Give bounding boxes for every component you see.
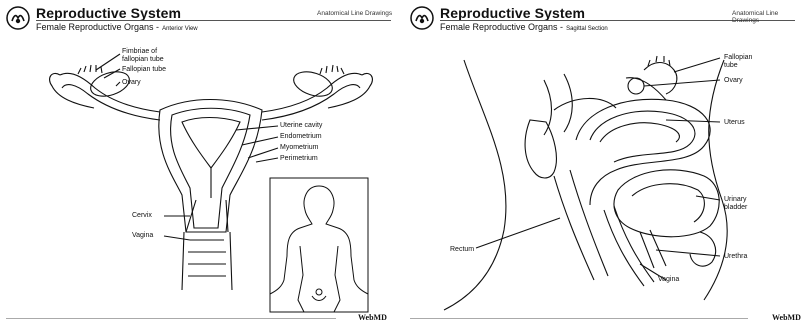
- sagittal-view-panel: Reproductive System Female Reproductive …: [404, 0, 806, 327]
- label-myometrium: Myometrium: [280, 144, 319, 152]
- label-uterus: Uterus: [724, 119, 745, 127]
- label-rectum: Rectum: [450, 246, 474, 254]
- label-endometrium: Endometrium: [280, 133, 322, 141]
- label-urethra: Urethra: [724, 253, 747, 261]
- left-footer-rule: [6, 318, 336, 319]
- label-uterine-cavity: Uterine cavity: [280, 122, 322, 130]
- label-fimbriae: Fimbriae of fallopian tube: [122, 48, 164, 64]
- right-footer-rule: [410, 318, 748, 319]
- left-webmd-brand: WebMD: [358, 313, 387, 322]
- right-webmd-brand: WebMD: [772, 313, 801, 322]
- label-fallopian-tube: Fallopian tube: [122, 66, 166, 74]
- label-fallopian-tube-sagittal: Fallopian tube: [724, 54, 752, 70]
- label-ovary-sagittal: Ovary: [724, 77, 743, 85]
- label-vagina: Vagina: [132, 232, 153, 240]
- anterior-view-panel: Reproductive System Female Reproductive …: [0, 0, 400, 327]
- sagittal-section-drawing: [404, 0, 806, 327]
- label-ovary: Ovary: [122, 79, 141, 87]
- label-vagina-sagittal: Vagina: [658, 276, 679, 284]
- label-perimetrium: Perimetrium: [280, 155, 318, 163]
- label-cervix: Cervix: [132, 212, 152, 220]
- label-urinary-bladder: Urinary bladder: [724, 196, 747, 212]
- anterior-uterus-drawing: [0, 0, 400, 327]
